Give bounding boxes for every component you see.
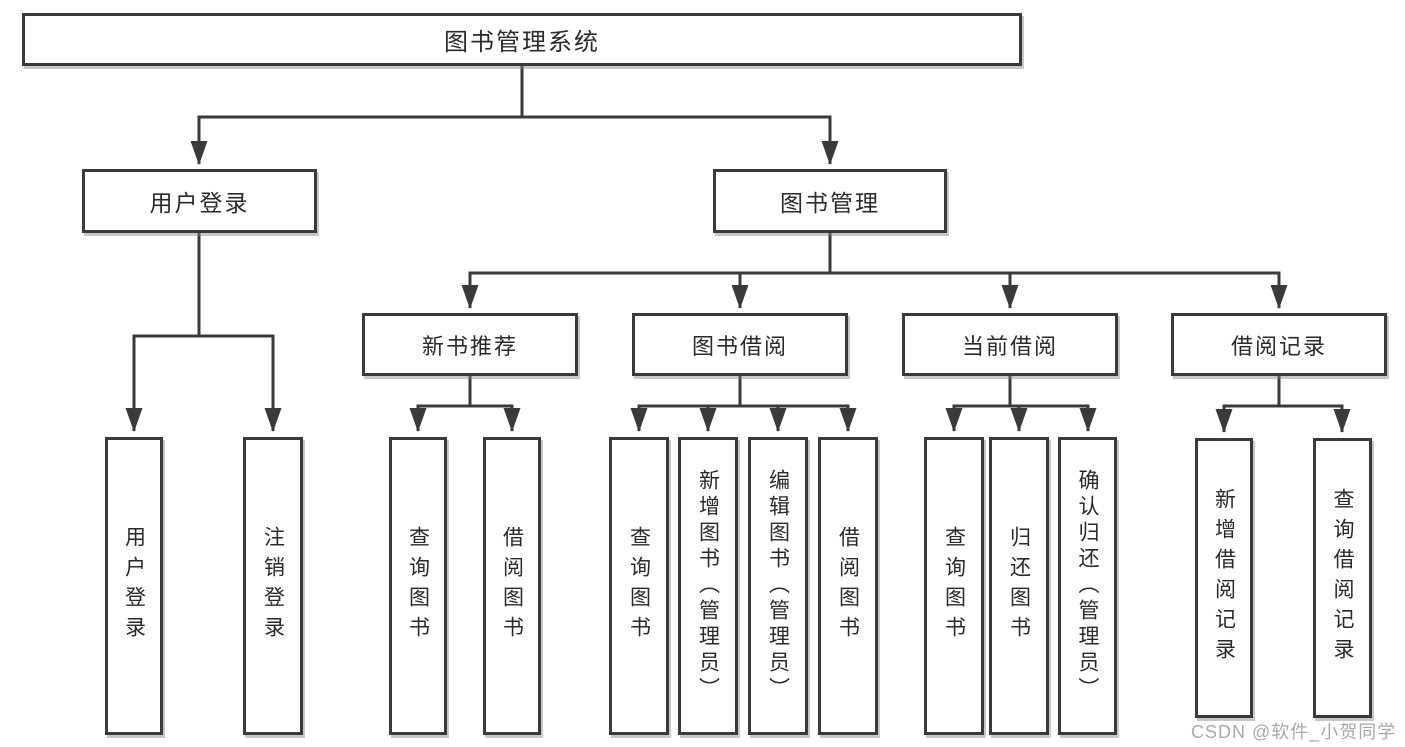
csdn-watermark: CSDN @软件_小贺同学 [1191,722,1397,742]
leaf-logout: 注销登录 [243,437,303,735]
node-root-library-system: 图书管理系统 [22,13,1022,66]
leaf-query-borrow-record: 查询借阅记录 [1313,438,1372,718]
leaf-current-return-book: 归还图书 [989,437,1049,735]
leaf-add-borrow-record: 新增借阅记录 [1195,438,1253,718]
node-book-borrow: 图书借阅 [632,313,848,376]
node-user-login: 用户登录 [82,169,317,233]
leaf-current-query-book: 查询图书 [924,437,984,735]
leaf-borrow-add-book-admin: 新增图书（管理员） [678,437,738,735]
node-current-borrow: 当前借阅 [902,313,1118,376]
leaf-borrow-edit-book-admin: 编辑图书（管理员） [748,437,808,735]
node-new-book-recommend: 新书推荐 [362,313,578,376]
leaf-borrow-query-book: 查询图书 [609,437,669,735]
leaf-user-login: 用户登录 [105,437,163,735]
node-borrow-records: 借阅记录 [1171,313,1387,376]
leaf-borrow-borrow-book: 借阅图书 [818,437,878,735]
node-book-management: 图书管理 [713,169,947,233]
leaf-recommend-borrow-book: 借阅图书 [483,437,541,735]
leaf-current-confirm-return-admin: 确认归还（管理员） [1058,437,1117,735]
leaf-recommend-query-book: 查询图书 [389,437,447,735]
